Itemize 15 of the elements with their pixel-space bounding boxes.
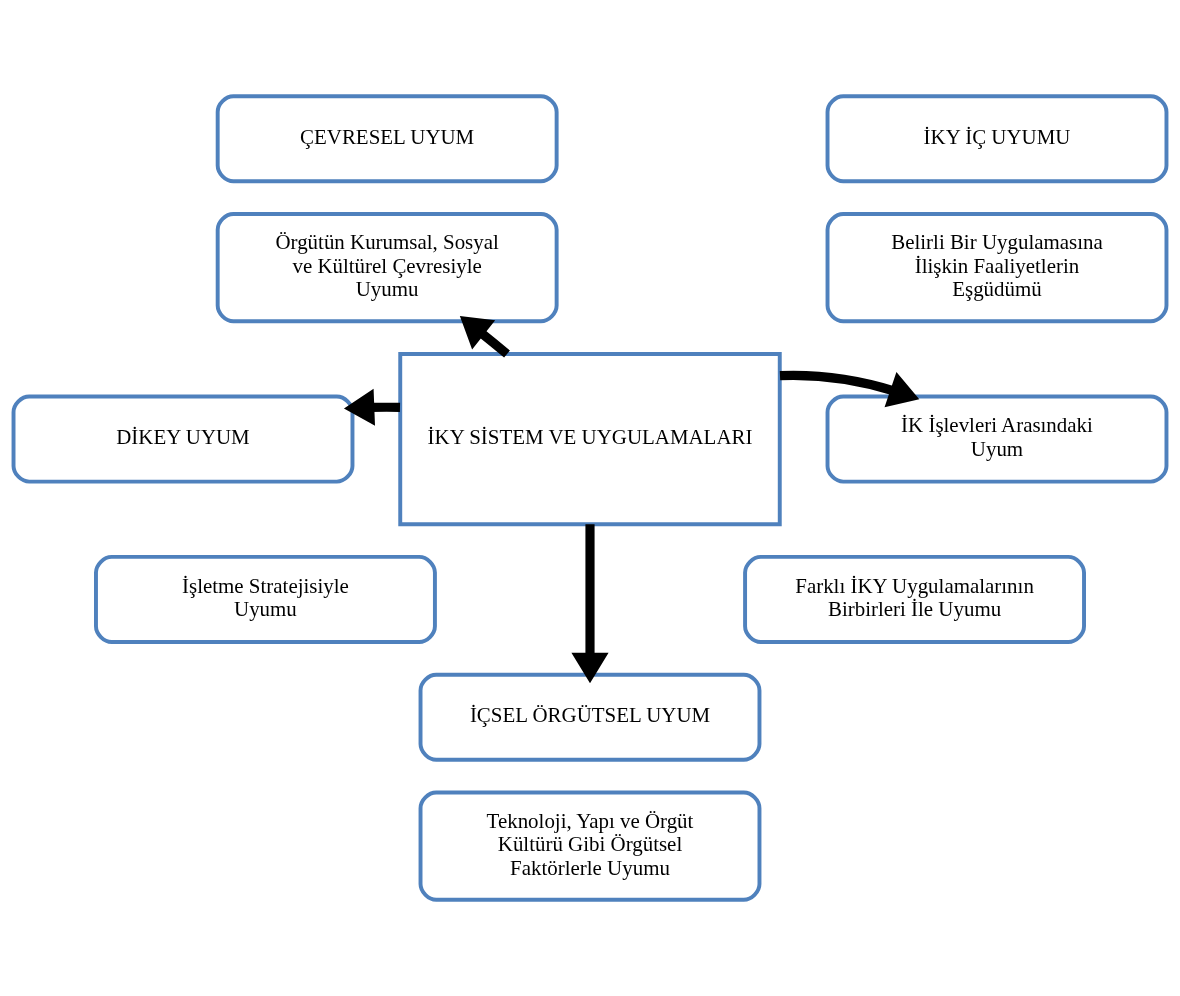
node-box: DİKEY UYUM — [11, 394, 355, 484]
arrow — [459, 316, 510, 358]
node-box: Farklı İKY Uygulamalarının Birbirleri İle Uyumu — [743, 554, 1086, 644]
node-box: ÇEVRESEL UYUM — [215, 94, 559, 184]
arrow — [571, 524, 609, 684]
node-box: İKY SİSTEM VE UYGULAMALARI — [398, 352, 782, 527]
node-box: İşletme Stratejisiyle Uyumu — [94, 554, 437, 644]
node-box: İKY İÇ UYUMU — [825, 94, 1169, 184]
node-box: Teknoloji, Yapı ve Örgüt Kültürü Gibi Örgütsel Faktörlerle Uyumu — [418, 790, 762, 902]
node-box: Belirli Bir Uygulamasına İlişkin Faaliyetlerin Eşgüdümü — [825, 212, 1169, 324]
arrow — [343, 388, 401, 426]
node-box: İK İşlevleri Arasındaki Uyum — [825, 394, 1169, 484]
node-box: İÇSEL ÖRGÜTSEL UYUM — [418, 672, 762, 762]
arrow — [779, 370, 920, 408]
node-box: Örgütün Kurumsal, Sosyal ve Kültürel Çevresiyle Uyumu — [215, 212, 559, 324]
